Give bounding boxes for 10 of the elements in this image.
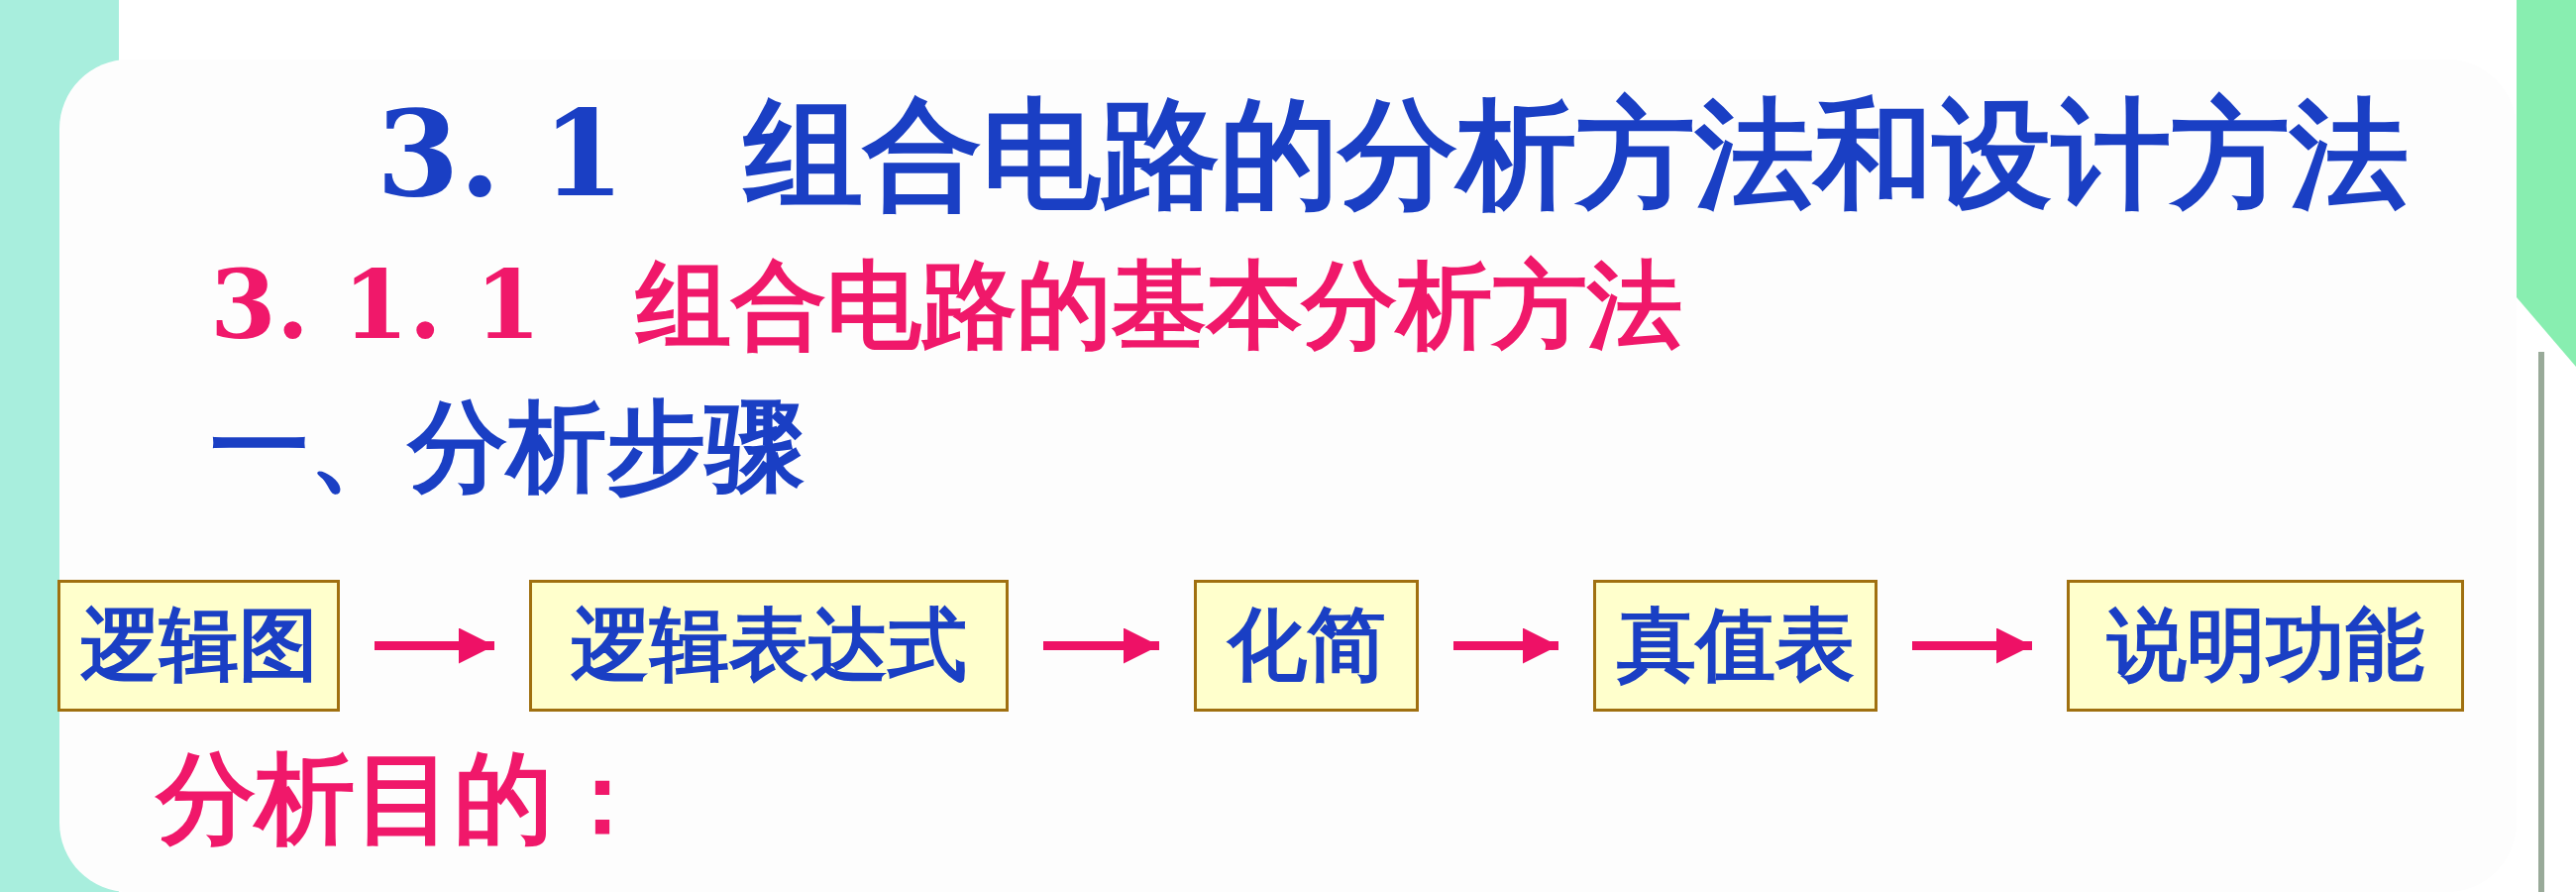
subheading: 分析目的： bbox=[157, 748, 652, 847]
arrow bbox=[375, 627, 494, 664]
process-box: 真值表 bbox=[1593, 580, 1878, 712]
process-box: 逻辑图 bbox=[57, 580, 340, 712]
arrow bbox=[1043, 627, 1159, 664]
process-box: 化简 bbox=[1194, 580, 1419, 712]
arrow bbox=[1453, 627, 1558, 664]
process-box: 逻辑表达式 bbox=[529, 580, 1009, 712]
process-box: 说明功能 bbox=[2067, 580, 2464, 712]
arrow bbox=[1912, 627, 2032, 664]
